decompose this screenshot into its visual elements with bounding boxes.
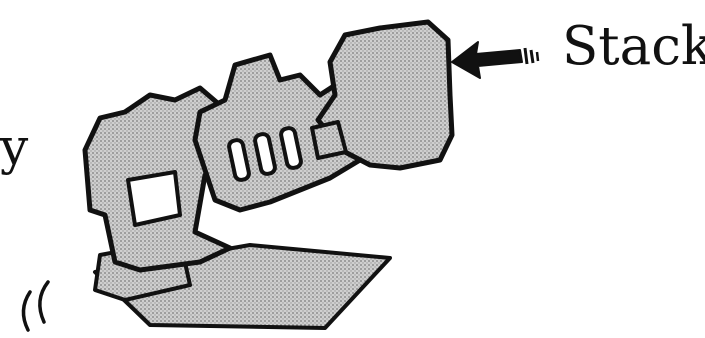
connector-knob [312, 122, 346, 158]
frame-window [128, 172, 180, 225]
stack-label: Stack [562, 20, 705, 73]
arrow-icon [452, 42, 538, 78]
cropped-label-fragment: y [0, 122, 28, 172]
motion-marks-icon [23, 282, 48, 330]
